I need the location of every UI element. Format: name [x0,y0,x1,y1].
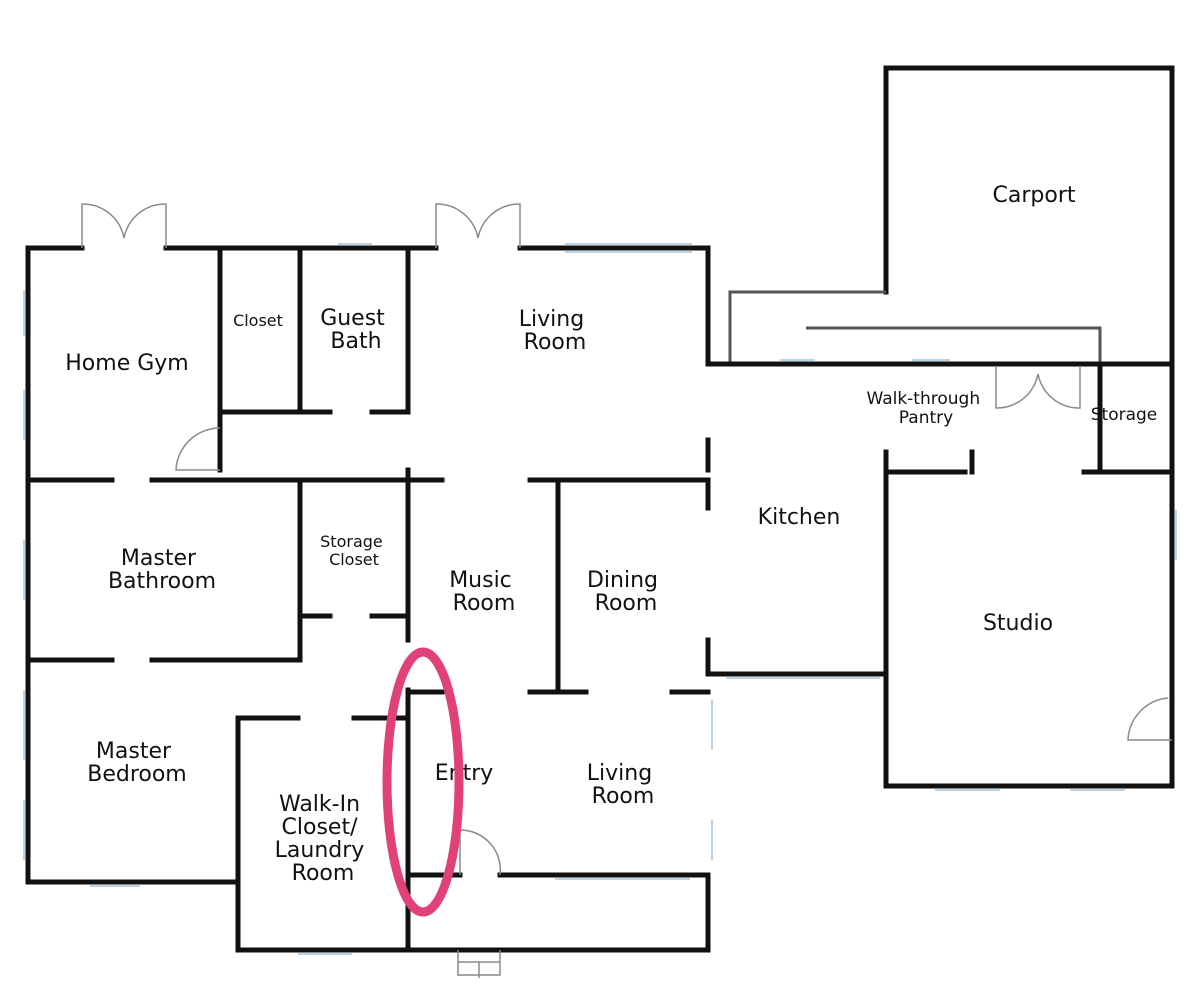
label-music-room: Music Room [449,568,519,616]
label-walk-through-pantry: Walk-through Pantry [866,389,985,428]
label-studio: Studio [983,611,1053,636]
windows [23,243,1177,955]
label-entry: Entry [435,761,494,786]
label-dining-room: Dining Room [587,568,665,616]
label-master-bedroom: Master Bedroom [87,739,187,787]
label-kitchen: Kitchen [758,505,841,530]
label-home-gym: Home Gym [65,351,188,376]
label-living-room-top: Living Room [519,307,591,355]
label-storage-closet: Storage Closet [320,532,388,569]
label-closet: Closet [233,311,283,330]
label-storage: Storage [1091,405,1158,425]
highlight-ellipse [382,647,464,917]
label-living-room-bottom: Living Room [587,761,659,809]
label-master-bathroom: Master Bathroom [108,546,216,594]
interior-walls [25,245,1175,953]
outer-walls [25,245,1175,953]
label-carport: Carport [993,183,1076,208]
doors [81,203,1172,978]
carport-outline [728,65,1175,368]
label-guest-bath: Guest Bath [320,306,392,354]
label-walk-in-closet: Walk-In Closet/ Laundry Room [275,792,372,886]
